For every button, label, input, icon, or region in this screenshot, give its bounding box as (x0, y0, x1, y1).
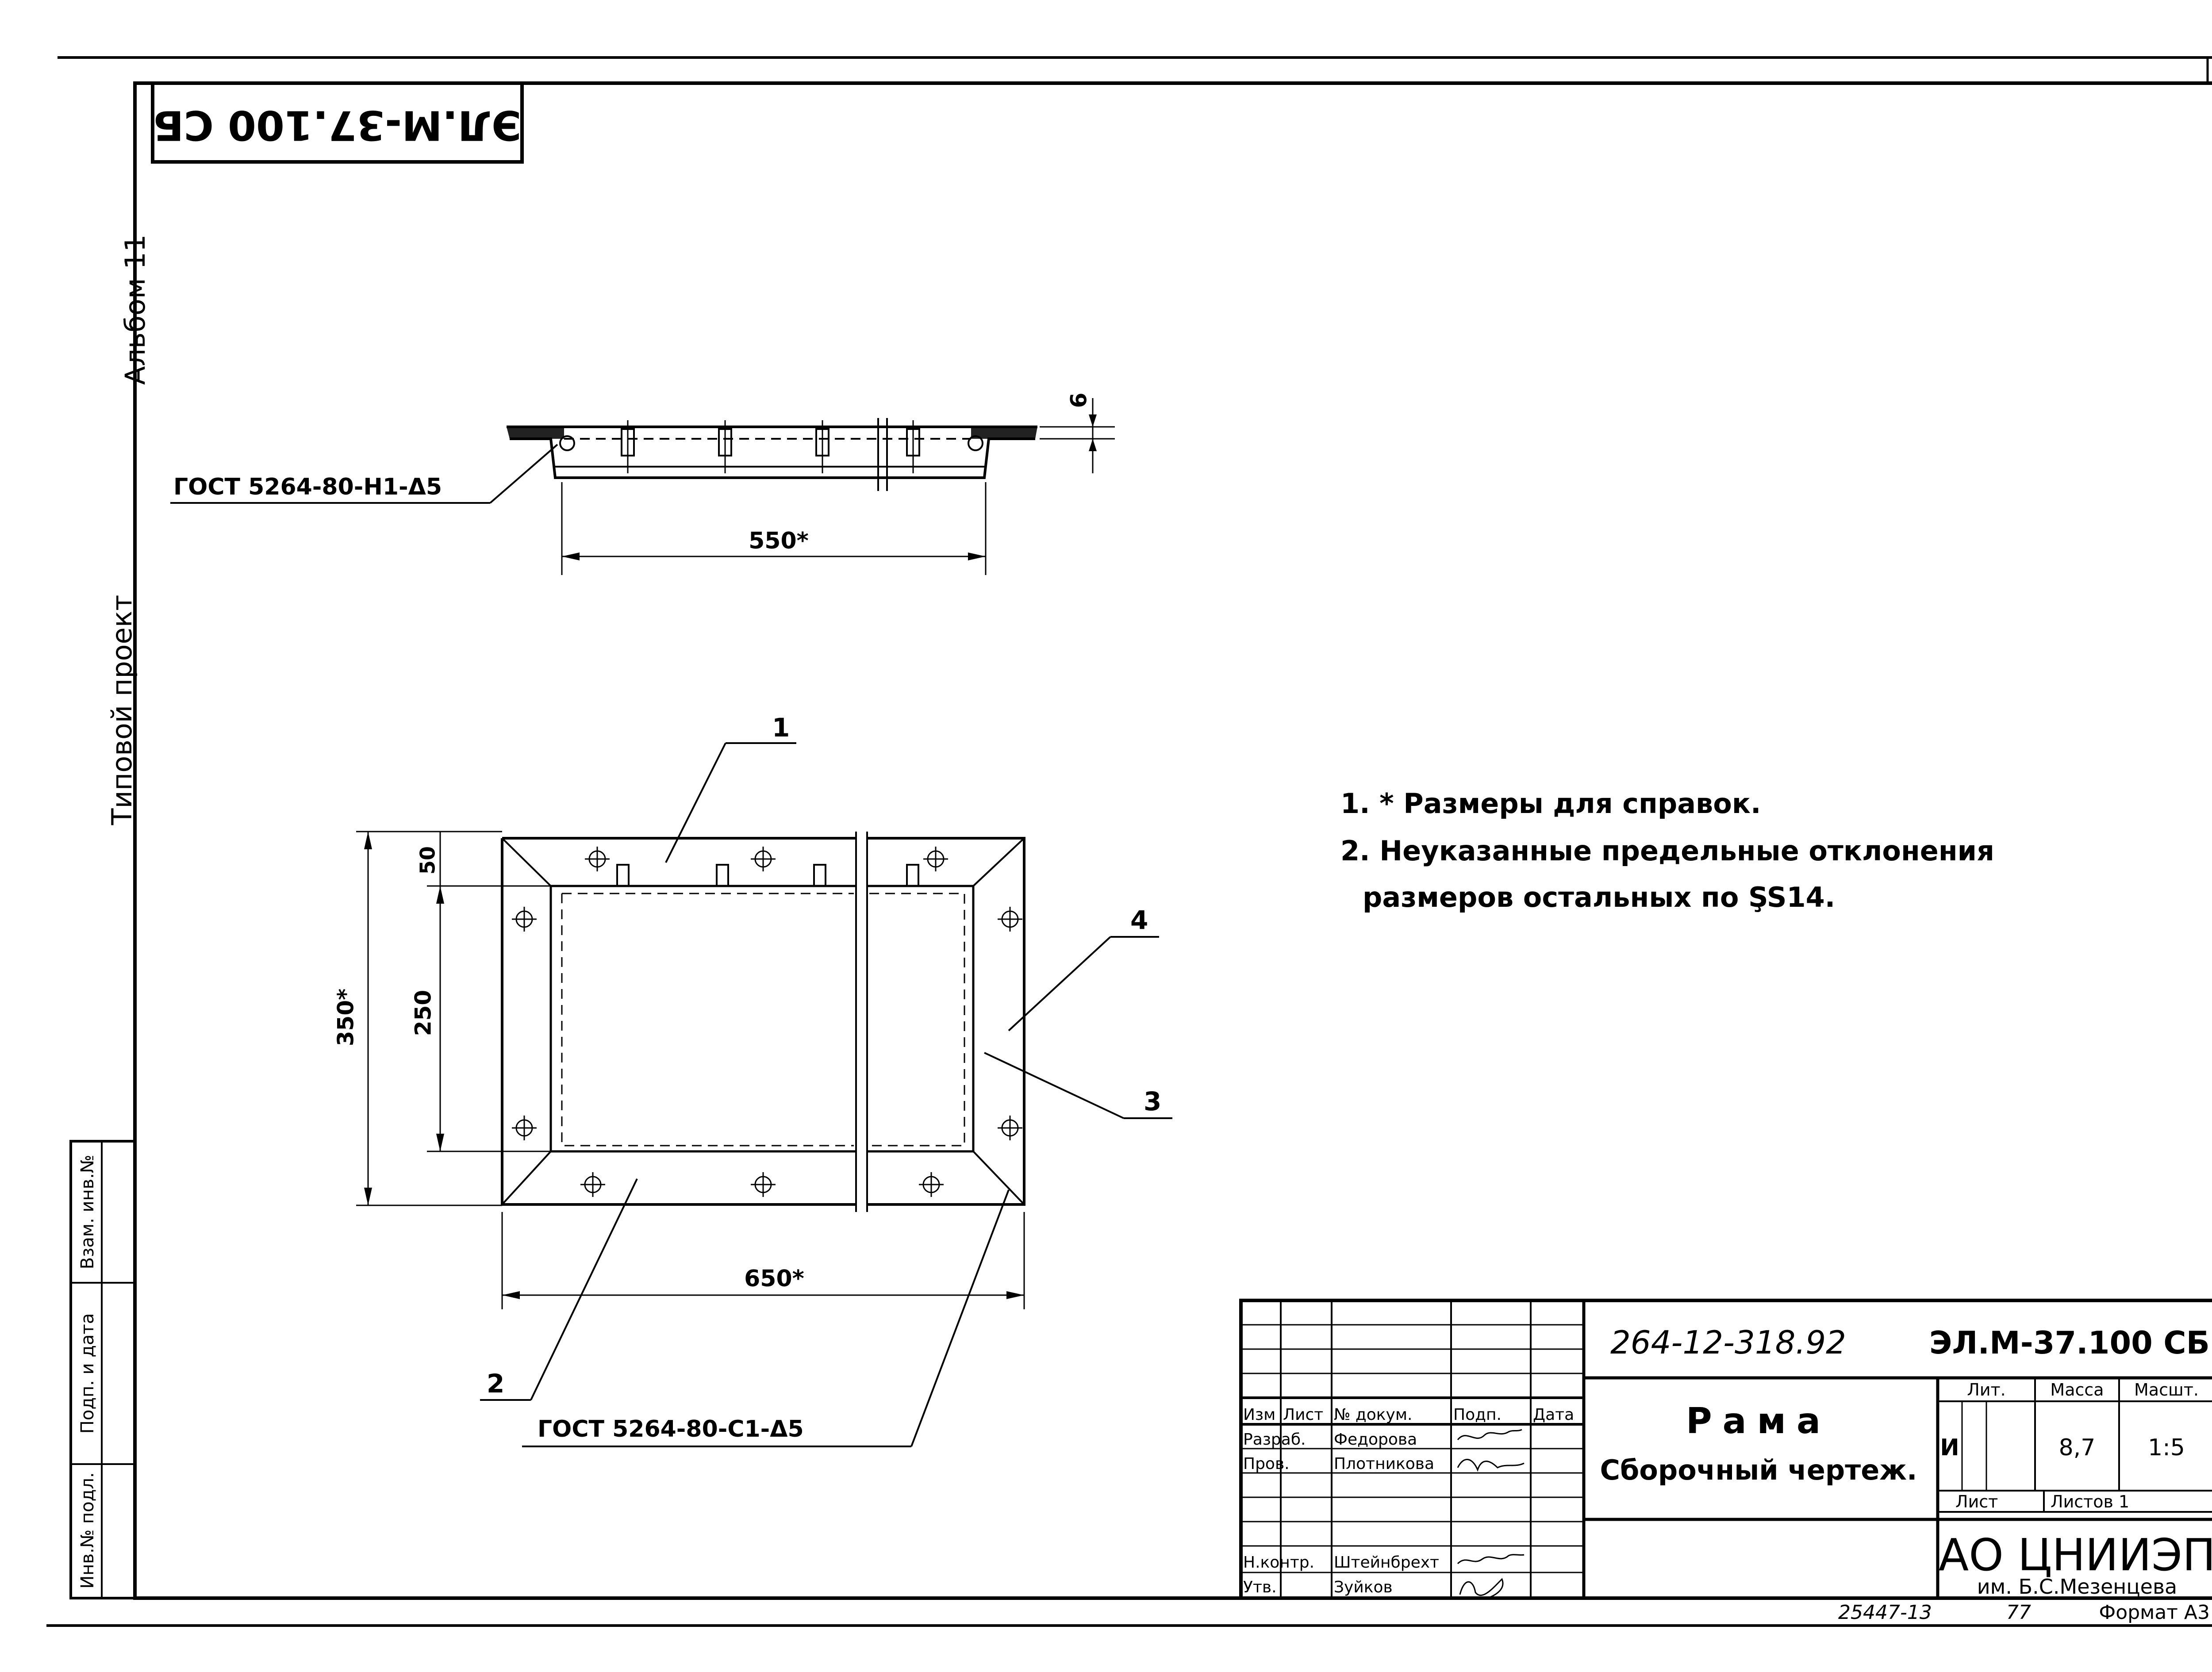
side-strip (69, 1140, 136, 1599)
title-block (1239, 1299, 2212, 1600)
dimension-6: 6 (1066, 393, 1092, 408)
album-label: Альбом 11 (119, 234, 151, 385)
arrow (502, 1291, 520, 1299)
callout-1: 1 (772, 713, 790, 743)
hdr-izm: Изм (1243, 1406, 1275, 1424)
frame-profile (507, 426, 1037, 479)
dimension-350: 350* (333, 989, 359, 1047)
title-sub: Сборочный чертеж. (1600, 1454, 1917, 1486)
lit-label: Лит. (1967, 1380, 2006, 1400)
note-1: 1. * Размеры для справок. (1340, 787, 1761, 820)
vzam-inv-label: Взам. инв.№ (77, 1155, 98, 1269)
archive-number: 25447-13 (1838, 1601, 1932, 1624)
role-prov: Пров. (1243, 1455, 1290, 1473)
format-label: Формат А3 (2099, 1601, 2210, 1624)
mirrored-code: ЭЛ.М-37.100 СБ (153, 102, 521, 149)
section-view: 6 550* ГОСТ 5264-80-Н1-Δ5 (170, 393, 1115, 575)
name-razrab: Федорова (1334, 1430, 1417, 1449)
name-utv: Зуйков (1334, 1578, 1393, 1596)
hdr-podp: Подп. (1453, 1406, 1502, 1424)
callout-leader-4 (1008, 936, 1111, 1032)
inner-outline-right (867, 885, 975, 1153)
arrow (436, 1134, 444, 1151)
dimension-50: 50 (416, 846, 440, 874)
miter-line (501, 1150, 552, 1205)
hidden-outline-left (561, 893, 854, 1147)
weld-callout-top: ГОСТ 5264-80-Н1-Δ5 (173, 474, 442, 500)
tab (616, 864, 630, 887)
scale-label: Масшт. (2134, 1380, 2199, 1400)
arrow (562, 552, 580, 560)
inv-podl-label: Инв.№ подл. (77, 1472, 98, 1588)
callout-leader-1 (665, 743, 726, 863)
hdr-list: Лист (1283, 1406, 1323, 1424)
dimension-650: 650* (744, 1266, 804, 1292)
lit-value: И (1940, 1434, 1959, 1461)
callout-leader-3 (984, 1052, 1124, 1119)
sheets-label: Листов 1 (2051, 1492, 2129, 1511)
designation: ЭЛ.М-37.100 СБ (1929, 1325, 2210, 1361)
sheet-label: Лист (1955, 1492, 1998, 1511)
scale-value: 1:5 (2148, 1434, 2185, 1461)
arrow (1006, 1291, 1024, 1299)
arrow (1089, 414, 1097, 427)
org-name: АО ЦНИИЭП (1939, 1529, 2212, 1581)
mass-value: 8,7 (2059, 1434, 2096, 1461)
flange-left (507, 427, 564, 439)
tab (716, 864, 729, 887)
role-nkontr: Н.контр. (1243, 1553, 1314, 1572)
mirrored-code-box (151, 81, 524, 164)
role-razrab: Разраб. (1243, 1430, 1306, 1449)
bolt-hole (968, 435, 983, 451)
hidden-outline-right (869, 893, 965, 1147)
callout-4: 4 (1130, 905, 1148, 935)
dimension-250: 250 (411, 990, 436, 1036)
note-2: 2. Неуказанные предельные отклонения (1340, 835, 1994, 867)
org-subtitle: им. Б.С.Мезенцева (1977, 1575, 2177, 1599)
weld-callout-bottom: ГОСТ 5264-80-С1-Δ5 (538, 1416, 804, 1442)
arrow (968, 552, 986, 560)
hdr-data: Дата (1533, 1406, 1574, 1424)
miter-line (972, 1150, 1025, 1205)
flange-right (971, 427, 1037, 439)
arrow (1089, 439, 1097, 451)
miter-line (501, 837, 552, 887)
arrow (364, 1188, 372, 1205)
archive-page: 77 (2006, 1601, 2031, 1624)
drawing-frame (133, 81, 2212, 1600)
dimension-550: 550* (749, 528, 809, 554)
podp-data-label: Подп. и дата (77, 1313, 98, 1434)
mass-label: Масса (2050, 1380, 2104, 1400)
callout-2: 2 (487, 1369, 504, 1399)
title-main: Рама (1686, 1400, 1831, 1442)
project-label: Типовой проект (106, 595, 138, 826)
miter-line (972, 837, 1025, 887)
leader-line (910, 1189, 1010, 1447)
plan-view: 350* 250 50 650* 1 4 3 2 ГОСТ 5264-80-С1… (333, 713, 1172, 1447)
tab (906, 864, 919, 887)
tab (813, 864, 826, 887)
doc-number: 264-12-318.92 (1610, 1324, 1846, 1361)
outer-outline-right (867, 837, 1025, 1206)
bolt-hole (559, 435, 575, 451)
callout-leader-2 (530, 1178, 638, 1400)
arrow (364, 832, 372, 849)
hdr-doc-num: № докум. (1334, 1406, 1412, 1424)
name-nkontr: Штейнбрехт (1334, 1553, 1439, 1572)
break-line (877, 418, 888, 491)
signatures (1457, 1429, 1525, 1600)
arrow (436, 886, 444, 904)
bolt-holes (512, 847, 1022, 1197)
role-utv: Утв. (1243, 1578, 1277, 1596)
name-prov: Плотникова (1334, 1455, 1434, 1473)
inner-outline-left (549, 885, 856, 1153)
callout-3: 3 (1144, 1086, 1161, 1116)
leader-line (489, 444, 558, 504)
page-number-box (2206, 56, 2212, 84)
note-3: размеров остальных по ŞS14. (1363, 881, 1835, 913)
